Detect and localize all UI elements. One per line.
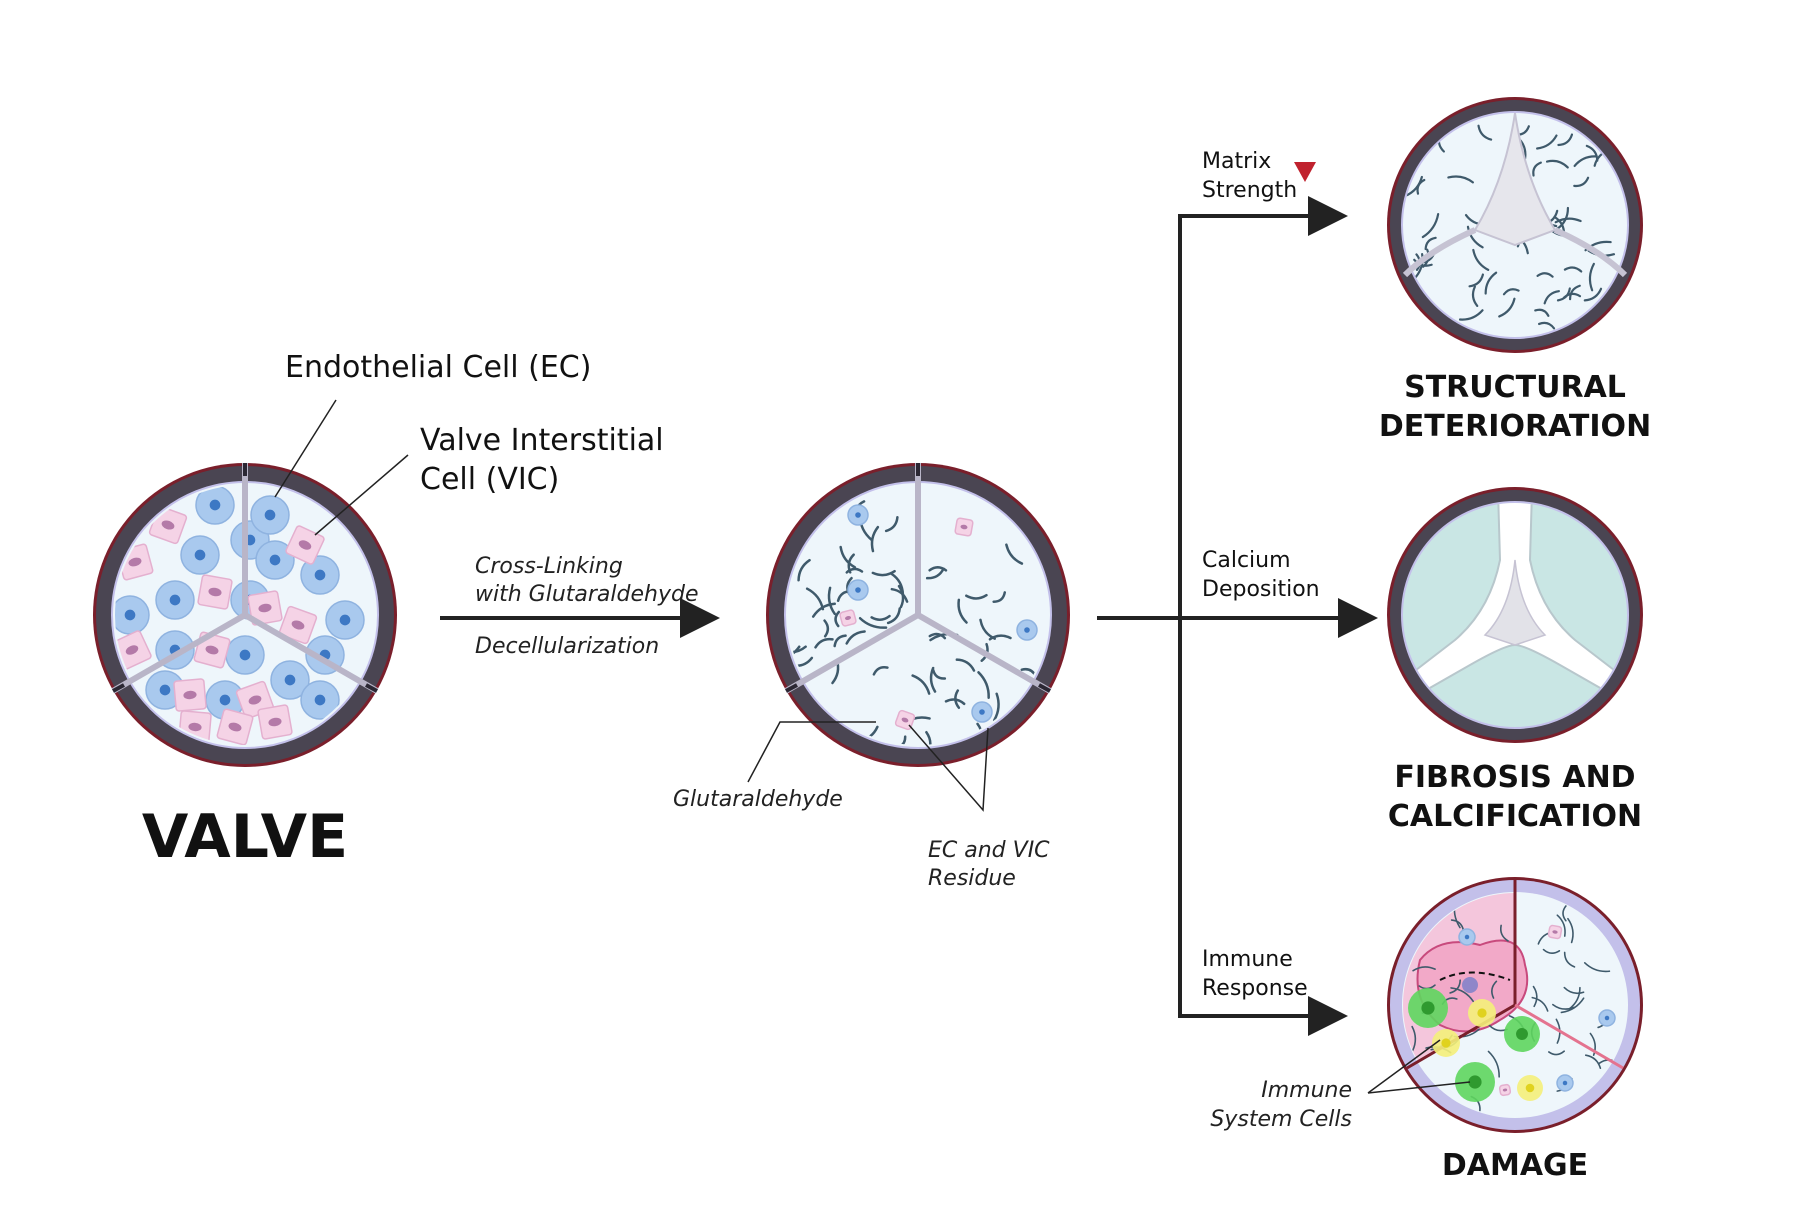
vic-label-line2: Cell (VIC) xyxy=(420,462,559,497)
immune-cells-label-line1: Immune xyxy=(1261,1078,1352,1103)
matrix-label-line2: Strength xyxy=(1202,178,1297,203)
glutaraldehyde-label: Glutaraldehyde xyxy=(673,787,843,812)
glutaraldehyde-pointer-line xyxy=(747,721,876,783)
vic-pointer-line xyxy=(314,454,409,536)
ec-pointer-line xyxy=(274,399,337,498)
mid-leaflet-lines xyxy=(784,463,1052,694)
damage-circle xyxy=(1387,877,1643,1133)
immune-cells-pointer-2 xyxy=(1367,1081,1471,1094)
damage-title: DAMAGE xyxy=(1442,1148,1588,1183)
calcium-label-line2: Deposition xyxy=(1202,577,1320,602)
structural-deterioration-circle xyxy=(1387,97,1643,353)
fibrosis-calcification-circle xyxy=(1387,487,1643,743)
structural-title-line2: DETERIORATION xyxy=(1379,409,1651,444)
structural-title-line1: STRUCTURAL xyxy=(1404,370,1626,405)
fibrosis-title-line1: FIBROSIS AND xyxy=(1394,760,1635,795)
process-label-line3: Decellularization xyxy=(475,634,659,659)
branch-arrows xyxy=(1097,196,1378,1036)
ec-label: Endothelial Cell (EC) xyxy=(285,350,591,385)
valve-title: VALVE xyxy=(142,802,348,872)
calcium-label-line1: Calcium xyxy=(1202,548,1291,573)
immune-label-line2: Response xyxy=(1202,976,1308,1001)
residue-label-line1: EC and VIC xyxy=(928,838,1050,863)
decellularized-valve-circle xyxy=(766,463,1070,767)
process-label-line1: Cross-Linking xyxy=(475,554,623,579)
valve-leaflet-lines xyxy=(111,463,379,694)
immune-cells-label-line2: System Cells xyxy=(1210,1107,1352,1132)
immune-cells-pointer-1 xyxy=(1367,1039,1441,1094)
immune-label-line1: Immune xyxy=(1202,947,1293,972)
valve-cells xyxy=(115,485,365,745)
immune-system-cells xyxy=(1408,977,1543,1102)
residue-label-line2: Residue xyxy=(928,866,1016,891)
vic-label-line1: Valve Interstitial xyxy=(420,423,664,458)
fibrosis-title-line2: CALCIFICATION xyxy=(1388,799,1642,834)
down-triangle-icon xyxy=(1294,162,1316,182)
matrix-label-line1: Matrix xyxy=(1202,149,1271,174)
valve-circle xyxy=(93,463,397,767)
process-label-line2: with Glutaraldehyde xyxy=(475,582,698,607)
residue-pointer-line xyxy=(908,724,989,812)
